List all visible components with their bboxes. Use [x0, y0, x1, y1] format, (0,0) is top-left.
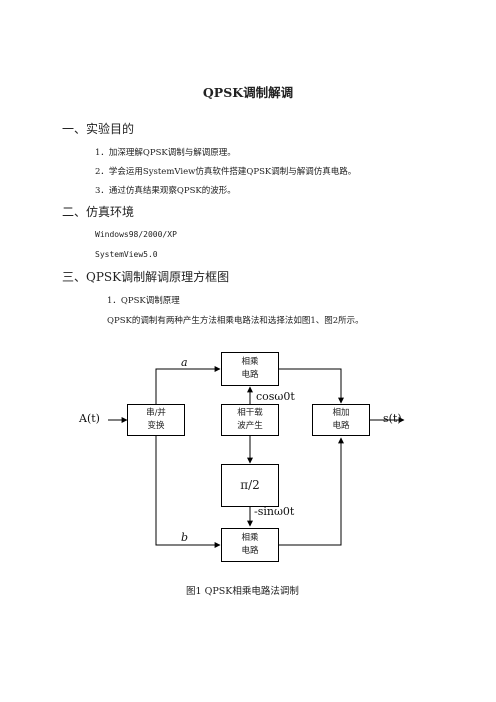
adder-block: 相加 电路	[312, 404, 370, 436]
section-heading-purpose: 一、实验目的	[62, 122, 135, 136]
env-item-software: SystemView5.0	[95, 250, 158, 259]
multiplier-bottom-block: 相乘 电路	[221, 528, 279, 562]
mult-top-line-2: 电路	[241, 370, 259, 380]
branch-b-label: b	[181, 531, 189, 544]
branch-a-line	[155, 366, 221, 404]
figure-caption: 图1 QPSK相乘电路法调制	[186, 586, 299, 597]
adder-line-2: 电路	[332, 421, 350, 431]
branch-b-line	[155, 436, 221, 548]
mult-bottom-line-2: 电路	[241, 546, 259, 556]
output-signal-label: s(t)	[383, 412, 402, 425]
purpose-item-2: 2．学会运用SystemView仿真软件搭建QPSK调制与解调仿真电路。	[95, 167, 357, 177]
purpose-item-1: 1．加深理解QPSK调制与解调原理。	[95, 148, 236, 158]
adder-line-1: 相加	[332, 408, 350, 418]
phase-shift-block: π/2	[221, 464, 279, 507]
purpose-item-3: 3．通过仿真结果观察QPSK的波形。	[95, 186, 236, 196]
section-heading-environment: 二、仿真环境	[62, 205, 135, 219]
diagram-item-description: QPSK的调制有两种产生方法相乘电路法和选择法如图1、图2所示。	[107, 316, 364, 326]
mult-top-line-1: 相乘	[241, 357, 259, 367]
env-item-os: Windows98/2000/XP	[95, 230, 177, 239]
sin-carrier-label: -sinω0t	[254, 505, 295, 518]
page-title: QPSK调制解调	[202, 85, 294, 100]
sp-block-line-1: 串/并	[146, 408, 166, 418]
carrier-line-2: 波产生	[237, 421, 263, 431]
mult-bottom-line-1: 相乘	[241, 533, 259, 543]
mult-bottom-to-adder-line	[279, 437, 344, 546]
multiplier-top-block: 相乘 电路	[221, 352, 279, 386]
coherent-carrier-block: 相干载 波产生	[221, 404, 279, 436]
serial-parallel-converter-block: 串/并 变换	[127, 404, 185, 436]
input-signal-label: A(t)	[79, 412, 100, 425]
carrier-line-1: 相干载	[237, 408, 263, 418]
cos-carrier-label: cosω0t	[256, 390, 295, 403]
diagram-item-subheading: 1．QPSK调制原理	[107, 296, 180, 306]
sp-block-line-2: 变换	[147, 421, 165, 431]
section-heading-diagram: 三、QPSK调制解调原理方框图	[62, 270, 230, 284]
mult-top-to-adder-line	[279, 368, 344, 404]
phase-shift-label: π/2	[240, 478, 260, 492]
branch-a-label: a	[181, 356, 188, 369]
